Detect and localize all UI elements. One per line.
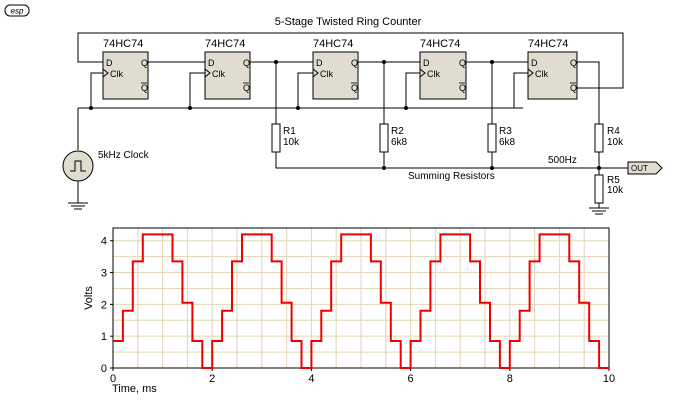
waveform-chart: 0 2 4 6 8 10 0 1 2 3 4 Volts Time, ms	[83, 227, 615, 395]
svg-text:Q: Q	[243, 58, 250, 68]
esp-logo: esp	[4, 4, 30, 17]
svg-text:Q: Q	[141, 58, 148, 68]
svg-text:OUT: OUT	[631, 164, 648, 173]
svg-text:Clk: Clk	[212, 69, 225, 79]
svg-text:Clk: Clk	[110, 69, 123, 79]
x-tick-label: 10	[603, 373, 615, 385]
junction-dot	[89, 106, 93, 110]
junction-dot	[490, 166, 494, 170]
svg-text:Q: Q	[141, 83, 148, 93]
svg-text:Q: Q	[351, 58, 358, 68]
svg-text:R1: R1	[283, 126, 296, 137]
resistor-r2: R2 6k8	[379, 123, 408, 153]
frequency-label: 500Hz	[548, 155, 577, 166]
svg-text:74HC74: 74HC74	[313, 38, 353, 50]
x-tick-label: 4	[308, 373, 314, 385]
y-axis-label: Volts	[83, 286, 95, 310]
x-tick-label: 8	[507, 373, 513, 385]
svg-text:10k: 10k	[283, 137, 300, 148]
resistor-r1: R1 10k	[271, 123, 300, 153]
svg-text:Clk: Clk	[535, 69, 548, 79]
svg-text:D: D	[316, 58, 323, 68]
junction-dot	[382, 60, 386, 64]
clock-source-symbol	[62, 150, 94, 182]
chart-series	[113, 233, 609, 369]
junction-dot	[274, 60, 278, 64]
svg-text:Q: Q	[570, 58, 577, 68]
ground-icon	[589, 207, 609, 215]
svg-text:Q: Q	[459, 83, 466, 93]
svg-text:10k: 10k	[607, 137, 624, 148]
y-tick-label: 3	[101, 268, 107, 280]
circuit-title: 5-Stage Twisted Ring Counter	[275, 16, 422, 28]
clock-bus	[77, 72, 523, 150]
clock-label: 5kHz Clock	[98, 150, 150, 161]
svg-text:R5: R5	[607, 175, 620, 186]
y-tick-label: 2	[101, 299, 107, 311]
svg-text:D: D	[106, 58, 113, 68]
y-tick-label: 1	[101, 331, 107, 343]
junction-dot	[188, 106, 192, 110]
chart-grid	[112, 228, 610, 369]
svg-text:R4: R4	[607, 126, 620, 137]
ground-icon	[68, 202, 88, 210]
svg-text:Q: Q	[351, 83, 358, 93]
resistor-r5: R5 10k	[594, 174, 624, 204]
svg-text:Clk: Clk	[427, 69, 440, 79]
resistor-r3: R3 6k8	[487, 123, 516, 153]
x-axis-label: Time, ms	[112, 383, 157, 395]
feedback-wire	[77, 32, 624, 89]
plot-frame	[112, 227, 610, 369]
svg-text:Q: Q	[570, 83, 577, 93]
svg-text:R3: R3	[499, 126, 512, 137]
summing-resistors-label: Summing Resistors	[408, 171, 495, 182]
clock-taps	[189, 72, 528, 108]
svg-text:6k8: 6k8	[391, 137, 408, 148]
esp-logo-text: esp	[11, 7, 24, 16]
flip-flop-4: 74HC74 D Clk Q Q	[419, 38, 467, 100]
svg-text:6k8: 6k8	[499, 137, 516, 148]
flip-flop-3: 74HC74 D Clk Q Q	[312, 38, 359, 100]
svg-text:74HC74: 74HC74	[420, 38, 460, 50]
svg-text:D: D	[531, 58, 538, 68]
flip-flop-1: 74HC74 D Clk Q Q	[102, 38, 149, 100]
chart-axes: 0 2 4 6 8 10 0 1 2 3 4	[101, 236, 615, 385]
junction-dot	[490, 60, 494, 64]
resistor-tap-wires	[275, 61, 600, 208]
svg-text:Clk: Clk	[320, 69, 333, 79]
svg-text:74HC74: 74HC74	[528, 38, 568, 50]
junction-dot	[382, 166, 386, 170]
y-tick-label: 4	[101, 236, 107, 248]
flip-flop-2: 74HC74 D Clk Q Q	[204, 38, 251, 100]
y-tick-label: 0	[101, 363, 107, 375]
x-tick-label: 0	[110, 373, 116, 385]
junction-dot	[296, 106, 300, 110]
flip-flop-5: 74HC74 D Clk Q Q	[527, 38, 578, 100]
clock-source: 5kHz Clock	[62, 150, 150, 203]
svg-text:74HC74: 74HC74	[205, 38, 245, 50]
resistor-r4: R4 10k	[594, 123, 624, 153]
svg-text:74HC74: 74HC74	[103, 38, 143, 50]
junction-dot	[404, 106, 408, 110]
svg-text:D: D	[423, 58, 430, 68]
svg-text:Q: Q	[459, 58, 466, 68]
svg-text:R2: R2	[391, 126, 404, 137]
svg-text:Q: Q	[243, 83, 250, 93]
output-tag: OUT	[599, 161, 663, 175]
svg-text:D: D	[208, 58, 215, 68]
svg-text:10k: 10k	[607, 185, 624, 196]
series-line-1	[113, 233, 609, 369]
x-tick-label: 2	[209, 373, 215, 385]
x-tick-label: 6	[408, 373, 414, 385]
